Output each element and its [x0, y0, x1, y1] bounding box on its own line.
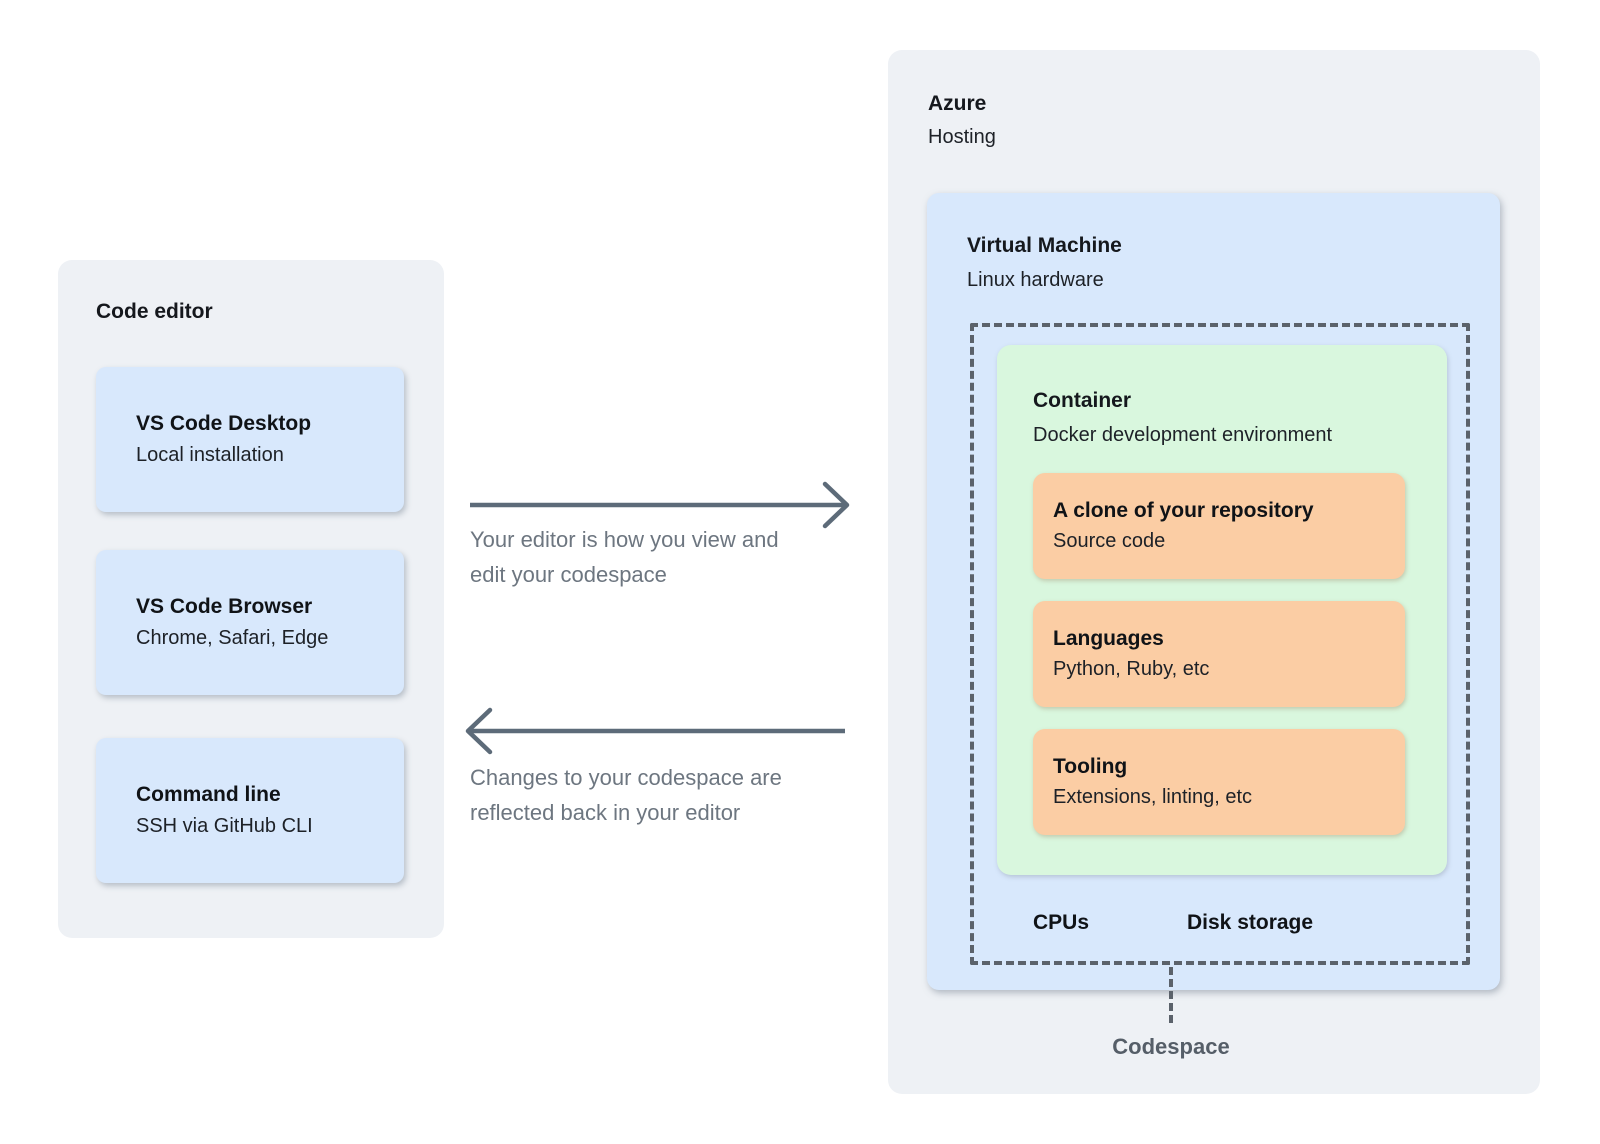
virtual-machine-subtitle: Linux hardware [967, 269, 1104, 291]
disk-storage-label: Disk storage [1187, 911, 1314, 934]
azure-title: Azure [928, 92, 987, 115]
tooling-title: Tooling [1053, 755, 1128, 778]
flow-arrows [465, 481, 850, 755]
virtual-machine-title: Virtual Machine [967, 234, 1122, 257]
cpus-label: CPUs [1033, 911, 1090, 934]
azure-subtitle: Hosting [928, 126, 996, 148]
tooling-card: Tooling Extensions, linting, etc [1033, 729, 1405, 835]
codespace-connector-line [1169, 967, 1173, 1023]
languages-card: Languages Python, Ruby, etc [1033, 601, 1405, 707]
flow-caption-codespace-to-editor: Changes to your codespace are reflected … [470, 760, 870, 830]
arrow-right-icon [470, 481, 850, 529]
flow-caption-line: Your editor is how you view and [470, 527, 779, 552]
languages-title: Languages [1053, 627, 1164, 650]
vs-code-browser-card: VS Code Browser Chrome, Safari, Edge [96, 550, 404, 695]
command-line-title: Command line [136, 783, 281, 806]
flow-caption-line: Changes to your codespace are [470, 765, 782, 790]
repository-clone-title: A clone of your repository [1053, 499, 1314, 522]
container-title: Container [1033, 389, 1132, 412]
vs-code-desktop-subtitle: Local installation [136, 444, 284, 466]
flow-caption-line: reflected back in your editor [470, 800, 741, 825]
arrow-left-icon [465, 707, 845, 755]
codespace-label: Codespace [1112, 1034, 1230, 1059]
flow-caption-editor-to-codespace: Your editor is how you view and edit you… [470, 522, 870, 592]
repository-clone-subtitle: Source code [1053, 530, 1166, 552]
vs-code-browser-title: VS Code Browser [136, 595, 313, 618]
vs-code-browser-subtitle: Chrome, Safari, Edge [136, 627, 329, 649]
command-line-subtitle: SSH via GitHub CLI [136, 815, 313, 837]
vs-code-desktop-title: VS Code Desktop [136, 412, 312, 435]
code-editor-panel-title: Code editor [96, 300, 213, 323]
codespace-boundary [970, 323, 1470, 965]
languages-subtitle: Python, Ruby, etc [1053, 658, 1210, 680]
command-line-card: Command line SSH via GitHub CLI [96, 738, 404, 883]
vs-code-desktop-card: VS Code Desktop Local installation [96, 367, 404, 512]
container-subtitle: Docker development environment [1033, 424, 1333, 446]
repository-clone-card: A clone of your repository Source code [1033, 473, 1405, 579]
flow-caption-line: edit your codespace [470, 562, 667, 587]
tooling-subtitle: Extensions, linting, etc [1053, 786, 1252, 808]
